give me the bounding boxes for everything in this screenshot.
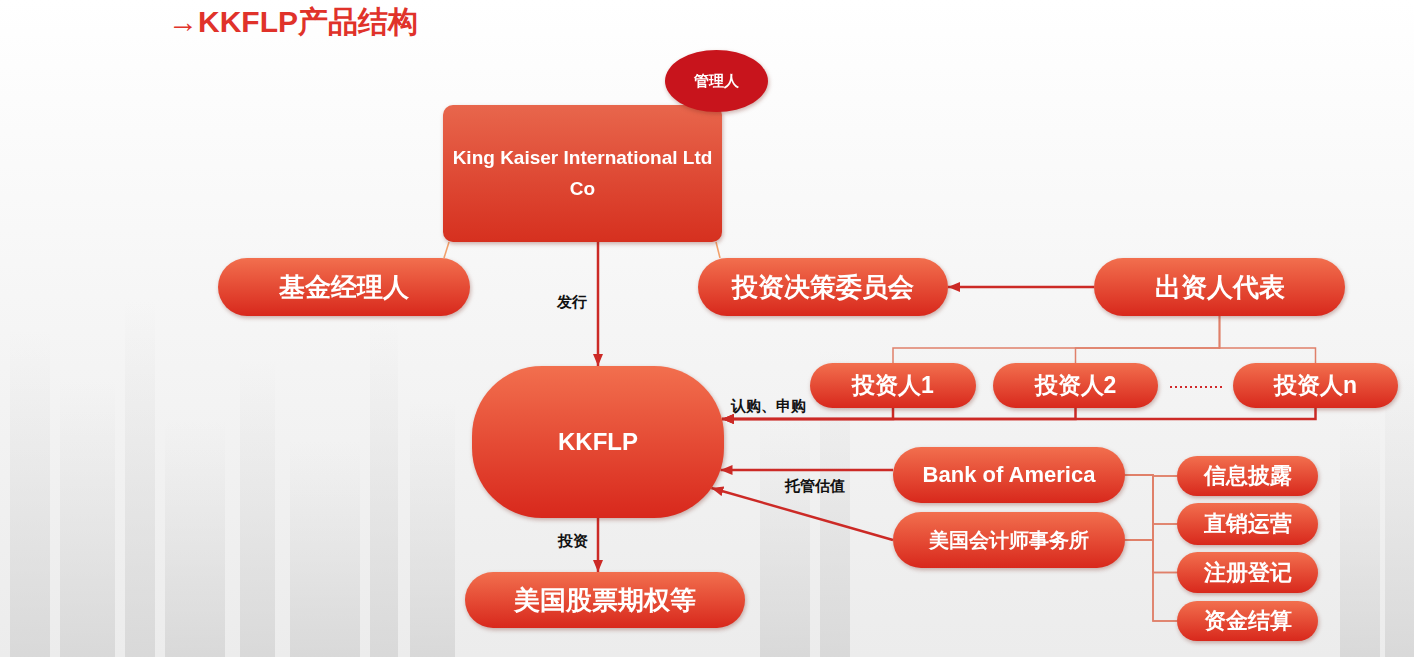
connector-line (1220, 316, 1316, 363)
edge-label: 投资 (558, 532, 588, 551)
connector-line (1076, 316, 1220, 363)
slide-title: →KKFLP产品结构 (168, 2, 418, 43)
shape-fill (893, 512, 1125, 568)
connector-line (1125, 540, 1177, 573)
shape-fill (472, 366, 724, 518)
node-label: 美国股票期权等 (514, 584, 696, 617)
representative-pill: 出资人代表 (1094, 258, 1345, 316)
shape-fill (698, 258, 948, 316)
node-label: 出资人代表 (1155, 271, 1285, 304)
committee-pill: 投资决策委员会 (698, 258, 948, 316)
node-label: 管理人 (694, 72, 739, 91)
shape-fill (1177, 503, 1318, 545)
node-label: 资金结算 (1204, 607, 1292, 635)
shape-fill (665, 50, 768, 112)
ellipsis-dots (1170, 386, 1222, 388)
role-badge: 管理人 (665, 50, 768, 112)
fund-node: KKFLP (472, 366, 724, 518)
connector-line (1125, 476, 1177, 540)
role-pill: 基金经理人 (218, 258, 470, 316)
shape-fill (443, 105, 722, 242)
connector-line (1125, 524, 1177, 540)
node-label: 直销运营 (1204, 510, 1292, 538)
shape-fill (1177, 601, 1318, 641)
node-label: 注册登记 (1204, 559, 1292, 587)
node-label: King Kaiser International Ltd Co (443, 143, 722, 204)
edge-label: 托管估值 (785, 477, 845, 496)
flow-arrow (948, 286, 1094, 289)
node-label: 投资人n (1274, 371, 1357, 400)
shape-fill (810, 363, 976, 408)
auditor-pill: 美国会计师事务所 (893, 512, 1125, 568)
asset-pill: 美国股票期权等 (465, 572, 745, 628)
connector-line (1125, 475, 1177, 621)
company-box: King Kaiser International Ltd Co (443, 105, 722, 242)
flow-arrow (721, 469, 894, 472)
node-label: 信息披露 (1204, 462, 1292, 490)
investor-pill: 投资人n (1233, 363, 1398, 408)
connector-line (716, 242, 720, 258)
shape-fill (218, 258, 470, 316)
edge-label: 认购、申购 (731, 397, 806, 416)
connector-line (1125, 540, 1177, 621)
investor-pill: 投资人2 (993, 363, 1158, 408)
connector-line (1125, 475, 1177, 524)
service-pill: 注册登记 (1177, 552, 1318, 593)
flow-arrow (711, 488, 893, 540)
shape-fill (1177, 552, 1318, 593)
investor-pill: 投资人1 (810, 363, 976, 408)
node-shape (443, 105, 722, 242)
connector-line (444, 242, 449, 258)
shape-fill (1177, 456, 1318, 496)
node-label: 基金经理人 (279, 271, 409, 304)
shape-fill (1094, 258, 1345, 316)
connector-line (1125, 475, 1177, 573)
node-label: 投资决策委员会 (732, 271, 914, 304)
service-pill: 直销运营 (1177, 503, 1318, 545)
service-pill: 资金结算 (1177, 601, 1318, 641)
flow-arrow (722, 408, 1316, 419)
node-label: KKFLP (558, 427, 638, 457)
shape-fill (465, 572, 745, 628)
custodian-pill: Bank of America (893, 447, 1125, 503)
shape-fill (893, 447, 1125, 503)
service-pill: 信息披露 (1177, 456, 1318, 496)
connector-line (893, 316, 1220, 363)
shape-fill (1233, 363, 1398, 408)
flow-arrow (597, 242, 600, 366)
node-label: 美国会计师事务所 (929, 528, 1089, 553)
node-label: 投资人2 (1035, 371, 1117, 400)
edge-label: 发行 (557, 293, 587, 312)
shape-fill (993, 363, 1158, 408)
flow-arrow (597, 518, 600, 572)
node-label: Bank of America (923, 461, 1096, 489)
node-label: 投资人1 (852, 371, 934, 400)
skyline (10, 300, 1414, 657)
